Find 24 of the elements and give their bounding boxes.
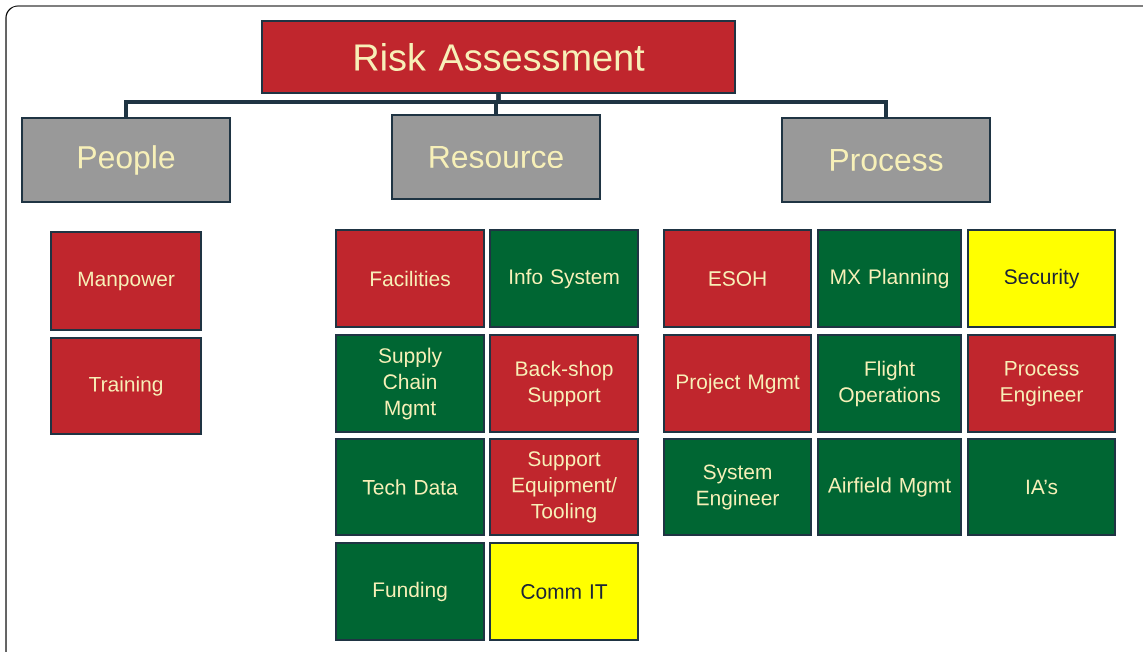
risk-box: Comm IT — [489, 542, 639, 641]
risk-box: Facilities — [335, 229, 485, 328]
risk-box: Flight Operations — [817, 334, 962, 433]
category-box: People — [21, 117, 231, 203]
risk-box: Process Engineer — [967, 334, 1116, 433]
risk-box: ESOH — [663, 229, 812, 328]
risk-box: IA’s — [967, 438, 1116, 536]
risk-box: Support Equipment/ Tooling — [489, 438, 639, 536]
risk-box: Security — [967, 229, 1116, 328]
risk-box: System Engineer — [663, 438, 812, 536]
risk-box: Back-shop Support — [489, 334, 639, 433]
risk-box: Info System — [489, 229, 639, 328]
risk-box: Training — [50, 337, 202, 435]
risk-box: Manpower — [50, 231, 202, 331]
risk-box: Airfield Mgmt — [817, 438, 962, 536]
category-box: Resource — [391, 114, 601, 200]
risk-box: Tech Data — [335, 438, 485, 536]
title-box: Risk Assessment — [261, 20, 736, 94]
category-box: Process — [781, 117, 991, 203]
connector-line — [496, 94, 888, 117]
risk-box: Funding — [335, 542, 485, 641]
risk-box: MX Planning — [817, 229, 962, 328]
risk-box: Supply Chain Mgmt — [335, 334, 485, 433]
risk-box: Project Mgmt — [663, 334, 812, 433]
